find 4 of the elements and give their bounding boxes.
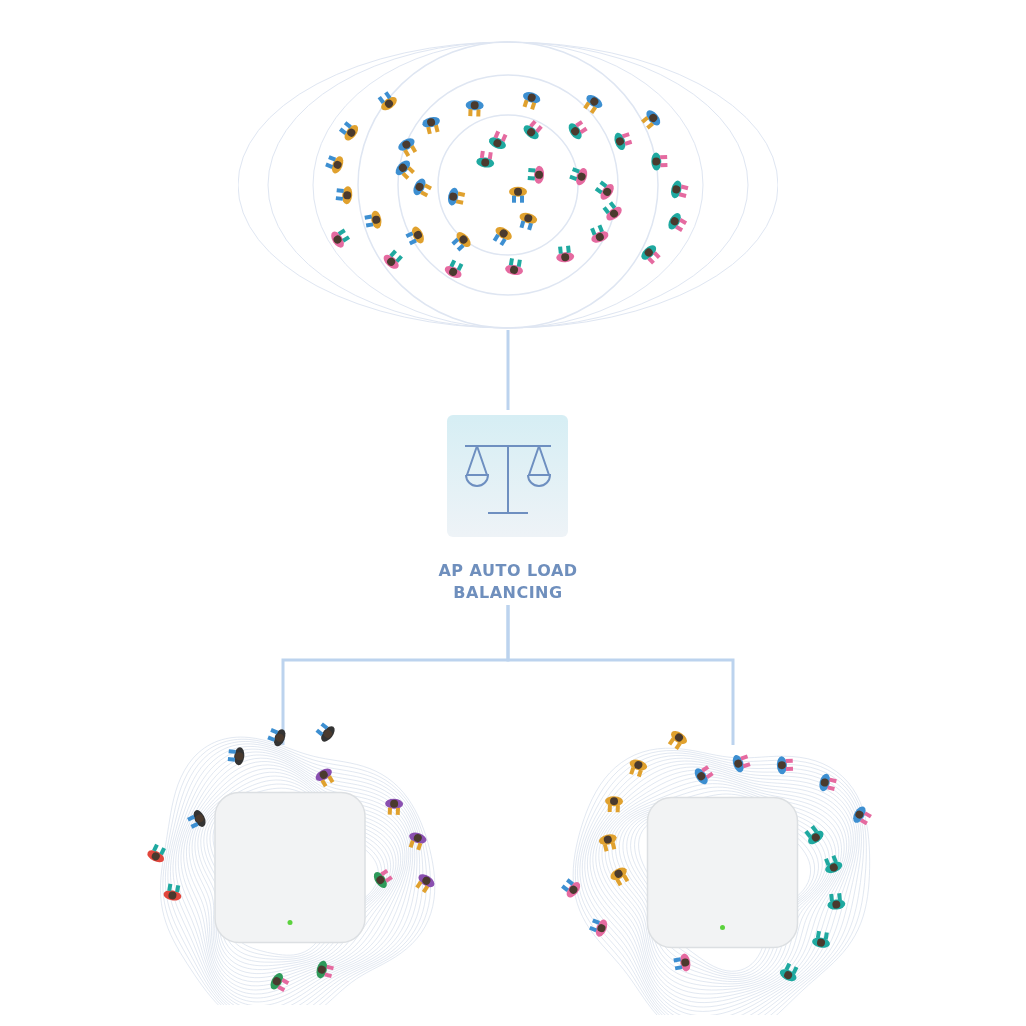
- connector-line: [506, 605, 735, 745]
- crowd-drawing: [238, 40, 778, 330]
- connector-line: [506, 330, 510, 410]
- node-label: AP AUTO LOAD BALANCING: [437, 560, 579, 604]
